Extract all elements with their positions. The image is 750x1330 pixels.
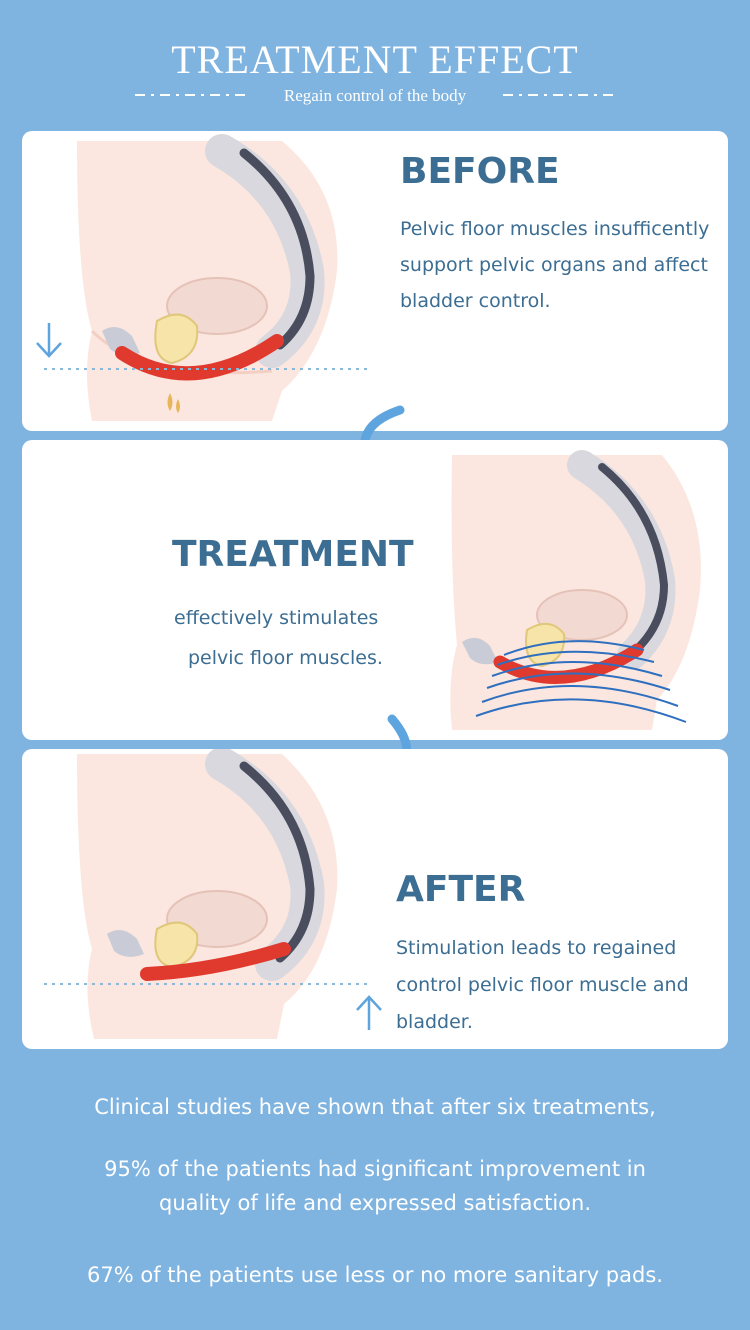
before-card: BEFORE Pelvic floor muscles insufficentl… <box>22 131 728 431</box>
treatment-card: TREATMENT effectively stimulates pelvic … <box>22 440 728 740</box>
subtitle-divider-right <box>503 94 615 96</box>
footer-study-intro: Clinical studies have shown that after s… <box>94 1095 656 1119</box>
after-line-2: control pelvic floor muscle and <box>396 974 689 996</box>
treatment-title: TREATMENT <box>172 534 414 575</box>
footer-sanitary-pads: 67% of the patients use less or no more … <box>87 1263 663 1287</box>
down-arrow-icon <box>36 323 62 358</box>
page-title: TREATMENT EFFECT <box>171 37 579 82</box>
pelvis-treatment-illustration <box>450 450 701 730</box>
page-subtitle: Regain control of the body <box>283 86 467 105</box>
after-line-3: bladder. <box>396 1011 473 1033</box>
treatment-line-2: pelvic floor muscles. <box>188 647 383 669</box>
pelvis-after-illustration <box>44 749 372 1039</box>
before-line-3: bladder control. <box>400 290 551 312</box>
after-line-1: Stimulation leads to regained <box>396 937 677 959</box>
before-line-2: support pelvic organs and affect <box>400 254 708 276</box>
footer-satisfaction-line-2: quality of life and expressed satisfacti… <box>158 1191 591 1215</box>
after-title: AFTER <box>396 869 526 910</box>
treatment-line-1: effectively stimulates <box>174 607 379 629</box>
subtitle-divider-left <box>135 94 247 96</box>
pelvis-before-illustration <box>44 134 372 421</box>
before-line-1: Pelvic floor muscles insufficently <box>400 218 710 240</box>
after-card: AFTER Stimulation leads to regained cont… <box>22 749 728 1049</box>
footer-satisfaction-line-1: 95% of the patients had significant impr… <box>104 1157 646 1181</box>
up-arrow-icon <box>356 995 382 1030</box>
before-title: BEFORE <box>400 151 560 192</box>
